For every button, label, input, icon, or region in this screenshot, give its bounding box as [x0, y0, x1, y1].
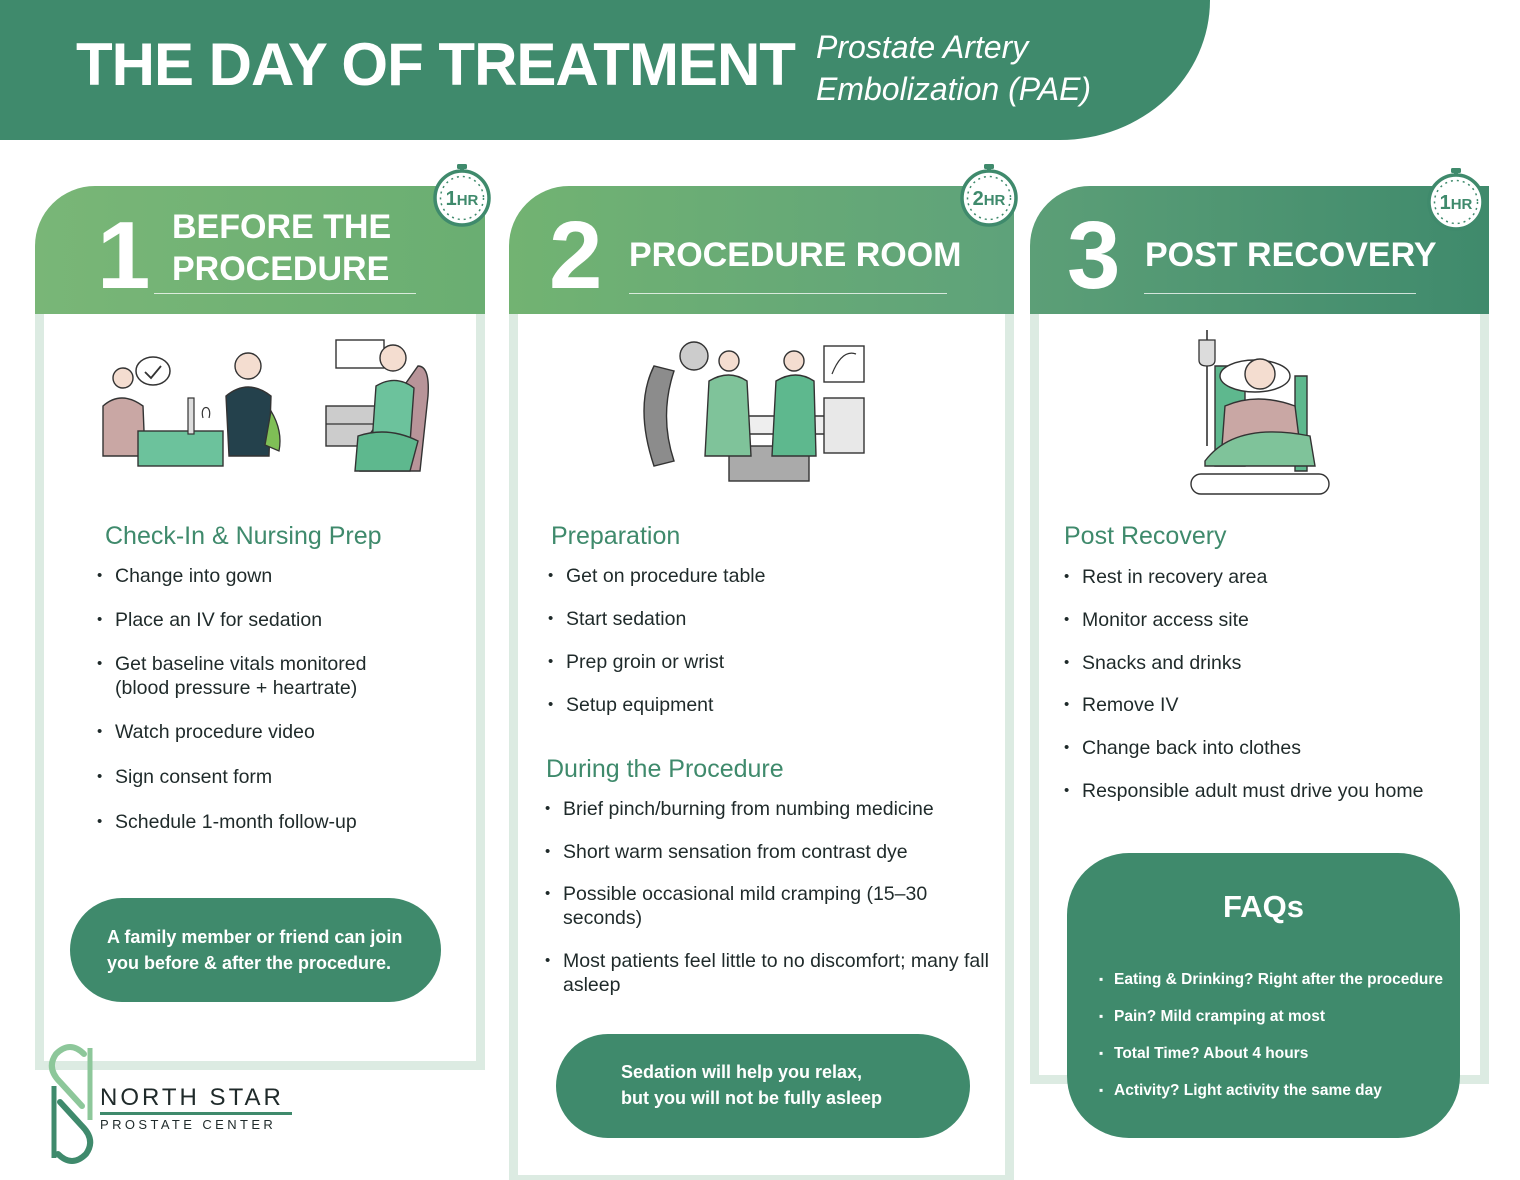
list-item: Change into gown [97, 564, 417, 588]
column-header: 2 PROCEDURE ROOM [509, 186, 1014, 314]
step-title-line-1: BEFORE THE [172, 208, 392, 246]
list-item: Responsible adult must drive you home [1064, 779, 1474, 803]
checklist: Get on procedure table Start sedation Pr… [548, 564, 998, 717]
recovery-bed-illustration [1190, 330, 1330, 495]
list-item: Sign consent form [97, 765, 417, 789]
timer-value: 2 [972, 188, 984, 210]
list-item: Prep groin or wrist [548, 650, 998, 674]
column-frame [509, 286, 1014, 1180]
stopwatch-icon [960, 164, 1018, 227]
stopwatch-icon [433, 164, 491, 227]
checklist: Rest in recovery area Monitor access sit… [1064, 565, 1474, 803]
step-number: 2 [549, 202, 603, 309]
list-item: Setup equipment [548, 693, 998, 717]
step-title: BEFORE THE PROCEDURE [172, 206, 391, 290]
list-item: Monitor access site [1064, 608, 1474, 632]
list-item: Brief pinch/burning from numbing medicin… [545, 797, 995, 821]
step-title: POST RECOVERY [1145, 236, 1437, 274]
list-item: Most patients feel little to no discomfo… [545, 949, 995, 997]
timer-label: 1HR [432, 188, 492, 211]
faq-item: Total Time? About 4 hours [1099, 1035, 1443, 1072]
subtitle-line-2: Embolization (PAE) [816, 71, 1092, 107]
note-line-2: but you will not be fully asleep [621, 1088, 883, 1108]
list-item: Get on procedure table [548, 564, 998, 588]
list-item: Snacks and drinks [1064, 651, 1474, 675]
sedation-note: Sedation will help you relax, but you wi… [556, 1034, 970, 1138]
logo-rule [100, 1112, 292, 1115]
column-header: 1 BEFORE THE PROCEDURE [35, 186, 485, 314]
list-item: Change back into clothes [1064, 736, 1474, 760]
column-header: 3 POST RECOVERY [1030, 186, 1489, 314]
list-item: Short warm sensation from contrast dye [545, 840, 995, 864]
logo-name: NORTH STAR [100, 1084, 284, 1111]
faq-title: FAQs [1223, 889, 1304, 924]
section-title: Preparation [551, 522, 681, 550]
list-item: Rest in recovery area [1064, 565, 1474, 589]
family-note: A family member or friend can join you b… [70, 898, 441, 1002]
timer-unit: HR [983, 192, 1006, 209]
step-number: 1 [97, 202, 151, 309]
timer-label: 2HR [959, 188, 1019, 211]
header-rule [154, 293, 416, 294]
note-line-1: Sedation will help you relax, [621, 1062, 863, 1082]
check-in-illustration [102, 339, 429, 472]
header-band [0, 0, 1210, 140]
page-title: THE DAY OF TREATMENT [76, 31, 796, 98]
list-item: Remove IV [1064, 693, 1474, 717]
page-subtitle: Prostate Artery Embolization (PAE) [816, 26, 1091, 110]
section-title: Post Recovery [1064, 522, 1227, 550]
procedure-room-illustration [643, 341, 865, 482]
north-star-logo-icon [48, 1044, 94, 1164]
timer-badge: 1HR [432, 162, 492, 228]
header-rule [1144, 293, 1416, 294]
timer-value: 1 [445, 188, 457, 210]
note-line-2: you before & after the procedure. [107, 953, 392, 973]
brand-logo: NORTH STAR PROSTATE CENTER [46, 1040, 306, 1165]
step-title: PROCEDURE ROOM [629, 236, 962, 274]
timer-unit: HR [1450, 196, 1473, 213]
checklist: Change into gown Place an IV for sedatio… [97, 564, 417, 834]
header-rule [629, 293, 947, 294]
list-item: Possible occasional mild cramping (15–30… [545, 882, 995, 930]
faq-list: Eating & Drinking? Right after the proce… [1099, 961, 1443, 1109]
list-item: Schedule 1-month follow-up [97, 810, 417, 834]
faq-item: Activity? Light activity the same day [1099, 1072, 1443, 1109]
faq-item: Pain? Mild cramping at most [1099, 998, 1443, 1035]
timer-label: 1HR [1426, 192, 1486, 215]
list-item: Get baseline vitals monitored (blood pre… [97, 652, 417, 700]
list-item: Place an IV for sedation [97, 608, 417, 632]
faq-item: Eating & Drinking? Right after the proce… [1099, 961, 1443, 998]
section-title: Check-In & Nursing Prep [105, 522, 382, 550]
list-item: Start sedation [548, 607, 998, 631]
timer-unit: HR [456, 192, 479, 209]
step-number: 3 [1067, 202, 1121, 309]
checklist: Brief pinch/burning from numbing medicin… [545, 797, 995, 997]
subtitle-line-1: Prostate Artery [816, 29, 1029, 65]
logo-subtitle: PROSTATE CENTER [100, 1117, 277, 1132]
list-item: Watch procedure video [97, 720, 417, 744]
faq-box: FAQs Eating & Drinking? Right after the … [1067, 853, 1460, 1138]
timer-value: 1 [1439, 192, 1451, 214]
step-title-line-2: PROCEDURE [172, 250, 390, 288]
stopwatch-icon [1427, 168, 1485, 231]
note-line-1: A family member or friend can join [107, 927, 403, 947]
section-title: During the Procedure [546, 755, 784, 783]
timer-badge: 2HR [959, 162, 1019, 228]
timer-badge: 1HR [1426, 166, 1486, 232]
